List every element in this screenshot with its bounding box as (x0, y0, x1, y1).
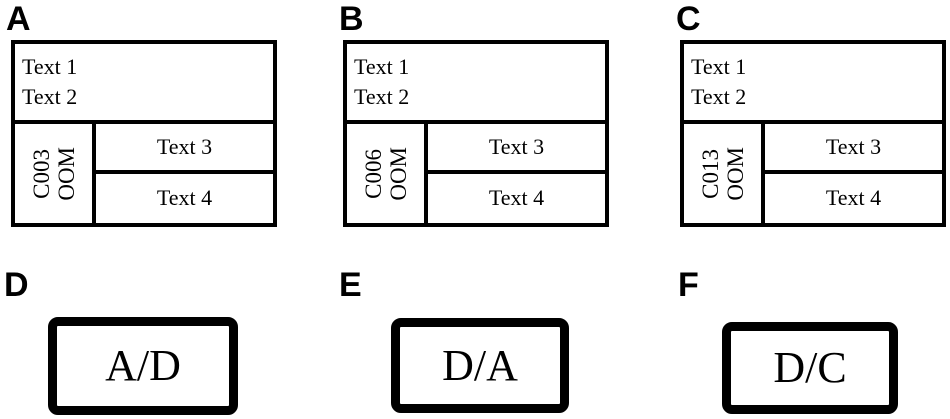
panel-a-text-2: Text 2 (22, 83, 78, 109)
panel-letter-c: C (676, 0, 701, 38)
panel-b-row-text-4: Text 4 (428, 174, 605, 224)
panel-b-text-1: Text 1 (354, 53, 410, 79)
panel-c-body: C013 OOM Text 3 Text 4 (684, 124, 942, 223)
panel-d-label: A/D (105, 341, 181, 390)
panel-b-header: Text 1 Text 2 (347, 44, 605, 124)
panel-letter-b: B (339, 0, 364, 38)
panel-c-rotated-cell: C013 OOM (684, 124, 765, 223)
panel-c-row-text-4: Text 4 (765, 174, 942, 224)
panel-b-text-3: Text 3 (488, 133, 545, 159)
panel-a-body: C003 OOM Text 3 Text 4 (15, 124, 273, 223)
panel-b-card: Text 1 Text 2 C006 OOM Text 3 Text 4 (343, 40, 609, 227)
panel-c-card: Text 1 Text 2 C013 OOM Text 3 Text 4 (680, 40, 946, 227)
panel-b-text-2: Text 2 (354, 83, 410, 109)
panel-c-text-4: Text 4 (825, 185, 882, 211)
panel-a-row-text-4: Text 4 (96, 174, 273, 224)
panel-c-row-text-3: Text 3 (765, 124, 942, 174)
panel-d-box: A/D (48, 317, 238, 415)
panel-c-header: Text 1 Text 2 (684, 44, 942, 124)
panel-b-row-text-3: Text 3 (428, 124, 605, 174)
panel-b-stack: Text 3 Text 4 (428, 124, 605, 223)
panel-letter-a: A (6, 0, 31, 38)
panel-a-rotated-label-left: C003 (28, 148, 54, 199)
panel-letter-e: E (339, 266, 362, 304)
panel-a-rotated-label-right: OOM (53, 146, 79, 201)
panel-b-rotated-cell: C006 OOM (347, 124, 428, 223)
panel-f-label: D/C (773, 343, 847, 392)
panel-f-box: D/C (722, 322, 898, 414)
panel-a-text-4: Text 4 (156, 185, 213, 211)
panel-letter-d: D (4, 266, 29, 304)
panel-c-text-1: Text 1 (691, 53, 747, 79)
panel-e-box: D/A (391, 318, 569, 413)
panel-c-text-2: Text 2 (691, 83, 747, 109)
panel-a-text-3: Text 3 (156, 133, 213, 159)
panel-b-body: C006 OOM Text 3 Text 4 (347, 124, 605, 223)
panel-letter-f: F (678, 266, 699, 304)
panel-b-text-4: Text 4 (488, 185, 545, 211)
panel-e-label: D/A (442, 340, 518, 390)
panel-c-text-3: Text 3 (825, 133, 882, 159)
panel-a-card: Text 1 Text 2 C003 OOM Text 3 Text 4 (11, 40, 277, 227)
panel-a-stack: Text 3 Text 4 (96, 124, 273, 223)
panel-b-rotated-label-left: C006 (360, 148, 386, 199)
panel-c-rotated-label-left: C013 (697, 148, 723, 199)
panel-a-row-text-3: Text 3 (96, 124, 273, 174)
panel-a-text-1: Text 1 (22, 53, 78, 79)
panel-c-stack: Text 3 Text 4 (765, 124, 942, 223)
panel-c-rotated-label-right: OOM (722, 146, 748, 201)
panel-b-rotated-label-right: OOM (385, 146, 411, 201)
panel-a-header: Text 1 Text 2 (15, 44, 273, 124)
panel-a-rotated-cell: C003 OOM (15, 124, 96, 223)
